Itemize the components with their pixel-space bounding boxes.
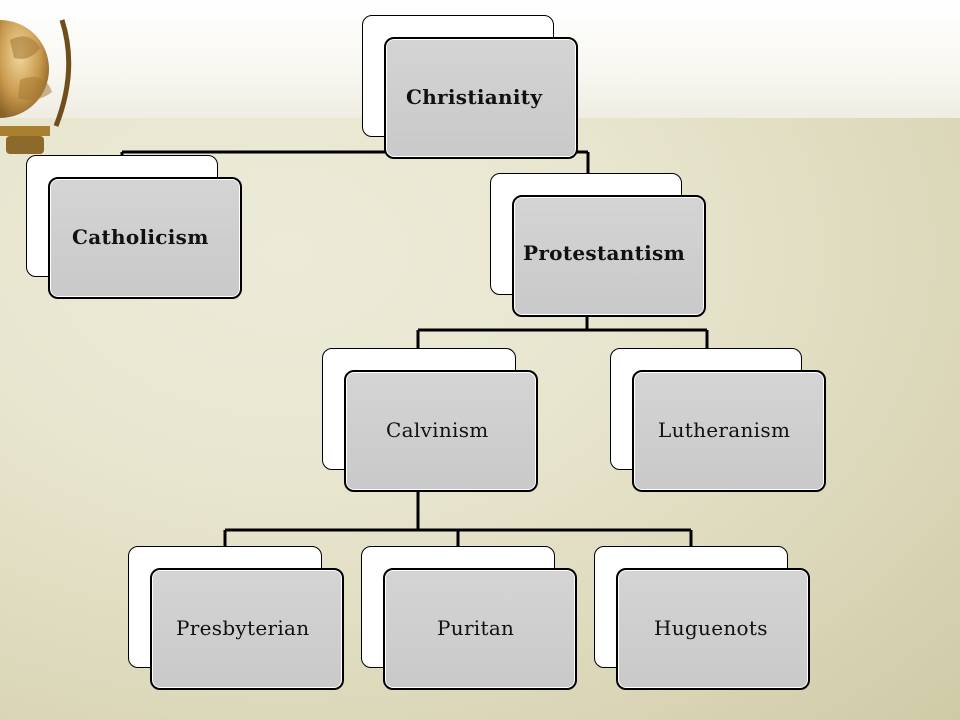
node-front [150,568,344,690]
node-presbyterian: Presbyterian [128,546,344,691]
node-label: Presbyterian [176,616,310,640]
node-front [616,568,810,690]
node-huguenots: Huguenots [594,546,810,691]
node-front [48,177,242,299]
node-front [384,37,578,159]
node-front [344,370,538,492]
node-protestantism: Protestantism [490,173,706,318]
node-puritan: Puritan [361,546,577,691]
node-catholicism: Catholicism [26,155,242,300]
node-christianity: Christianity [362,15,578,160]
node-front [383,568,577,690]
node-label: Puritan [437,616,515,640]
node-label: Lutheranism [658,418,791,442]
node-front [632,370,826,492]
node-label: Protestantism [523,241,686,265]
node-label: Huguenots [654,616,768,640]
node-label: Catholicism [72,225,209,249]
node-lutheranism: Lutheranism [610,348,826,493]
globe-icon [0,19,72,154]
node-front [512,195,706,317]
node-label: Christianity [406,85,543,109]
node-label: Calvinism [386,418,489,442]
node-calvinism: Calvinism [322,348,538,493]
